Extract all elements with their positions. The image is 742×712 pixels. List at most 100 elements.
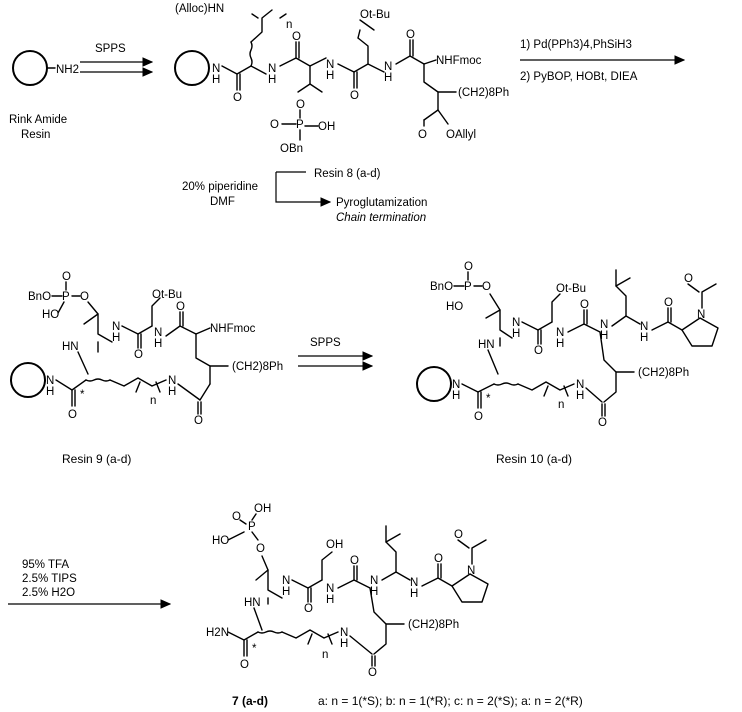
resin-caption-line1: Rink Amide [9,114,67,126]
svg-text:OH: OH [326,539,343,551]
resin-bead-icon [174,50,210,86]
svg-text:N: N [576,379,584,391]
svg-text:HO: HO [446,301,463,313]
svg-text:N: N [112,321,120,333]
svg-text:N: N [370,575,378,587]
svg-text:H: H [600,330,608,342]
svg-text:O: O [68,409,77,421]
svg-text:O: O [240,659,249,671]
pyroglutamization-label: Pyroglutamization [336,197,427,209]
svg-text:Ot-Bu: Ot-Bu [152,289,182,301]
svg-text:H: H [640,332,648,344]
svg-text:O: O [233,92,242,104]
svg-text:HO: HO [42,309,59,321]
svg-text:O: O [80,291,89,303]
svg-text:H2N: H2N [206,627,229,639]
svg-text:O: O [134,349,143,361]
svg-text:O: O [256,543,265,555]
svg-text:P: P [62,291,70,303]
svg-text:n: n [150,395,156,407]
svg-text:O: O [664,297,673,309]
alloc-label: (Alloc)HN [175,3,224,15]
svg-text:O: O [368,667,377,679]
resin-9-structure: BnO P O O HO NH O Ot-Bu NH O NHFmoc (CH2… [10,271,283,427]
oallyl-label: OAllyl [446,129,476,141]
svg-text:O: O [350,90,359,102]
resin-10-caption: Resin 10 (a-d) [496,452,572,466]
spps-arrow-2: SPPS [298,337,374,371]
svg-text:*: * [252,643,257,655]
svg-text:H: H [340,638,348,650]
svg-text:*: * [486,393,491,405]
side-reaction: 20% piperidine DMF Pyroglutamization Cha… [182,171,427,224]
svg-text:O: O [304,603,313,615]
otbu-label-8: Ot-Bu [360,9,390,21]
resin-bead-icon [12,50,48,86]
svg-text:O: O [296,99,305,111]
resin-bead-icon [416,366,452,402]
svg-text:O: O [232,511,241,523]
svg-text:H: H [282,586,290,598]
svg-text:O: O [406,29,415,41]
svg-text:H: H [410,588,418,600]
svg-text:H: H [112,332,120,344]
svg-text:O: O [350,555,359,567]
resin-8-structure: NH O (Alloc)HN n NH O O P OH O OBn NH O [174,3,509,155]
svg-text:N: N [697,309,705,321]
svg-text:O: O [292,31,301,43]
svg-text:HN: HN [244,597,261,609]
svg-text:P: P [464,281,472,293]
obn-label: OBn [280,143,303,155]
amine-label: NH2 [56,64,79,76]
svg-text:H: H [268,74,276,86]
nhfmoc-label-8: NHFmoc [436,55,482,67]
resin-8-caption: Resin 8 (a-d) [314,168,381,180]
step2-line1: 1) Pd(PPh3)4,PhSiH3 [520,39,632,51]
svg-text:BnO: BnO [28,291,51,303]
deprotect-cyclize-arrow: 1) Pd(PPh3)4,PhSiH3 2) PyBOP, HOBt, DIEA [520,39,686,83]
spps-arrow-1: SPPS [80,43,154,77]
resin-caption-line2: Resin [21,129,50,141]
svg-text:P: P [248,521,256,533]
svg-text:O: O [598,417,607,429]
svg-text:N: N [556,327,564,339]
svg-text:H: H [556,338,564,350]
svg-text:P: P [296,119,304,131]
svg-text:O: O [482,281,491,293]
svg-text:N: N [46,375,54,387]
product-7-caption: 7 (a-d) [232,694,268,708]
chain-label-8: (CH2)8Ph [458,87,509,99]
svg-text:O: O [194,415,203,427]
spps-label-1: SPPS [95,43,126,55]
resin-bead-icon [10,362,46,398]
spps-label-2: SPPS [310,337,341,349]
svg-text:N: N [600,319,608,331]
svg-text:N: N [467,565,475,577]
svg-text:(CH2)8Ph: (CH2)8Ph [408,619,459,631]
svg-text:N: N [384,61,392,73]
svg-text:(CH2)8Ph: (CH2)8Ph [232,361,283,373]
svg-text:O: O [270,119,279,131]
piperidine-label: 20% piperidine [182,181,258,193]
tfa-label: 95% TFA [22,559,69,571]
svg-text:HN: HN [62,341,79,353]
svg-text:NHFmoc: NHFmoc [210,323,256,335]
svg-text:n: n [322,649,328,661]
svg-text:H: H [46,386,54,398]
dmf-label: DMF [210,196,235,208]
svg-text:*: * [80,389,85,401]
tips-label: 2.5% TIPS [22,573,77,585]
svg-text:O: O [580,299,589,311]
svg-text:O: O [454,529,463,541]
svg-text:H: H [212,74,220,86]
svg-text:H: H [576,390,584,402]
svg-text:HN: HN [478,339,495,351]
step2-line2: 2) PyBOP, HOBt, DIEA [520,71,638,83]
product-7-variants: a: n = 1(*S); b: n = 1(*R); c: n = 2(*S)… [318,694,583,708]
svg-text:N: N [512,317,520,329]
svg-text:n: n [286,19,292,31]
rink-amide-resin: NH2 Rink Amide Resin [9,50,79,141]
svg-text:O: O [434,553,443,565]
svg-text:N: N [326,59,334,71]
